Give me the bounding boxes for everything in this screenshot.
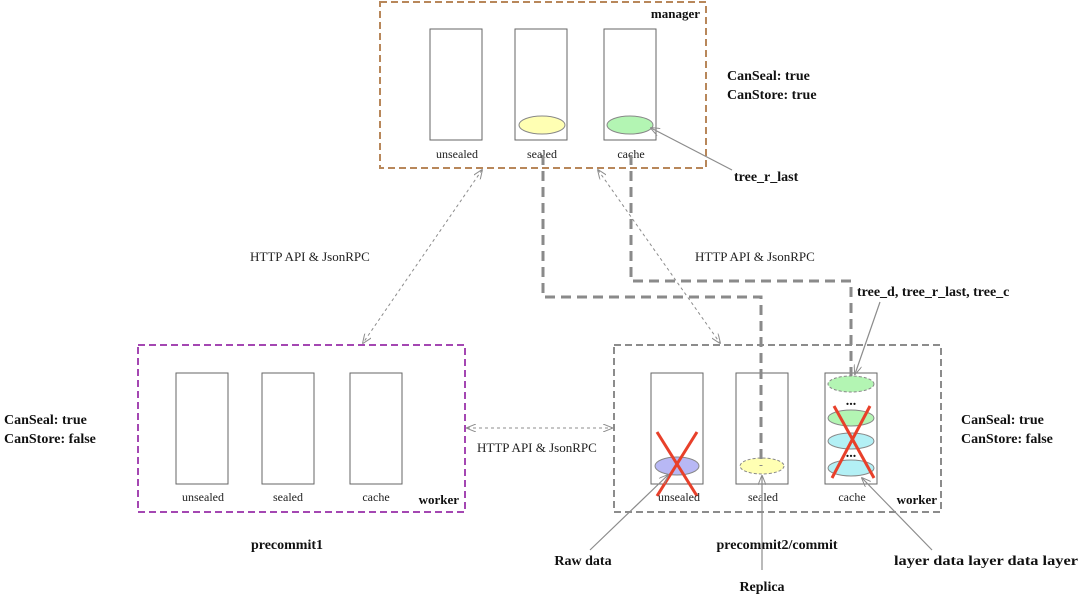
manager-unsealed-store [429,28,483,141]
worker1-cache-store [349,372,403,485]
manager-sealed-file [518,115,566,135]
worker2-title: worker [897,492,938,507]
layers-label: layer data layer data layer [894,554,1078,569]
worker2-dots-top: ... [846,394,857,409]
worker1-title: worker [419,492,460,507]
raw-data-label: Raw data [554,554,611,569]
worker2-label-unsealed: unsealed [658,490,700,504]
worker1-box [137,344,466,513]
worker1-label-cache: cache [362,490,389,504]
worker2-status-canstore: CanStore: false [961,432,1053,447]
api-edge-manager-worker2 [598,170,720,343]
tree-r-last-label: tree_r_last [734,170,799,185]
worker1-label-sealed: sealed [273,490,303,504]
layers-arrow [862,478,933,551]
trees-arrow [855,301,881,374]
worker1-status-canseal: CanSeal: true [4,413,87,428]
worker2-dots-bottom: ... [846,446,857,461]
api-edge-manager-worker1 [363,170,482,343]
replica-label: Replica [739,580,784,595]
manager-label-sealed: sealed [527,147,557,161]
data-path-cache [629,155,853,376]
worker1-unsealed-store [175,372,229,485]
manager-cache-file [606,115,654,135]
worker2-raw-cross-b [655,431,699,497]
raw-data-arrow [589,475,668,551]
worker2-cache-cross-a [832,405,876,479]
data-path-sealed [541,155,763,466]
worker1-label-unsealed: unsealed [182,490,224,504]
manager-box [379,1,707,169]
manager-title: manager [651,6,700,21]
tree-r-last-arrow [651,128,733,171]
api-label-bottom: HTTP API & JsonRPC [477,440,597,455]
worker1-caption: precommit1 [251,538,323,553]
worker1-status-canstore: CanStore: false [4,432,96,447]
api-label-left: HTTP API & JsonRPC [250,249,370,264]
worker2-label-cache: cache [838,490,865,504]
manager-status-canseal: CanSeal: true [727,69,810,84]
trees-label: tree_d, tree_r_last, tree_c [857,285,1009,300]
worker2-cache-cross-b [830,405,872,479]
manager-label-cache: cache [617,147,644,161]
worker2-label-sealed: sealed [748,490,778,504]
worker2-status-canseal: CanSeal: true [961,413,1044,428]
api-label-right: HTTP API & JsonRPC [695,249,815,264]
worker2-caption: precommit2/commit [716,538,837,553]
worker2-box [613,344,942,513]
manager-status-canstore: CanStore: true [727,88,817,103]
worker1-sealed-store [261,372,315,485]
manager-label-unsealed: unsealed [436,147,478,161]
worker2-cache-tree-file [827,375,875,393]
